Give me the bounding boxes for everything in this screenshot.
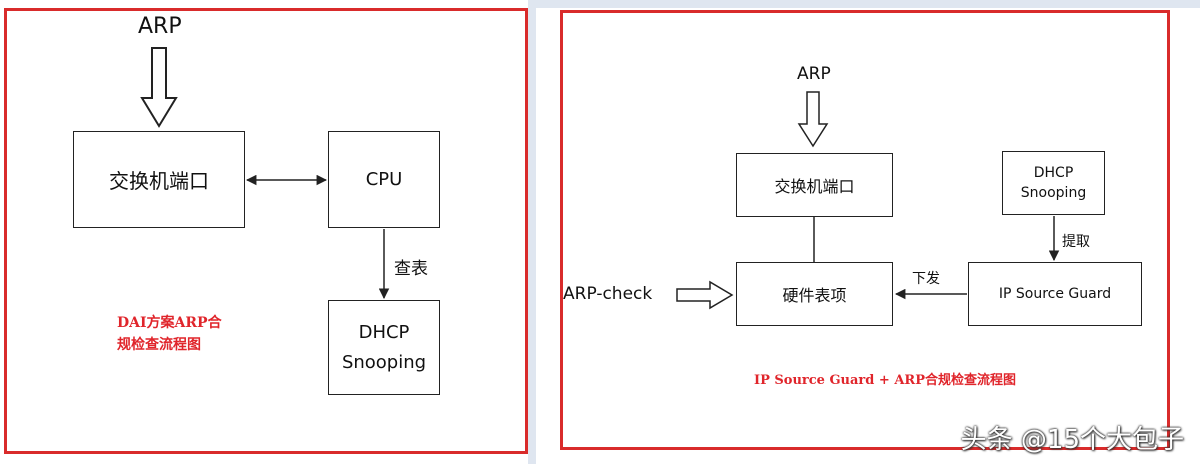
left-dhcp-snooping-box: DHCP Snooping — [328, 300, 440, 395]
right-switch-port-box: 交换机端口 — [736, 153, 893, 217]
watermark: 头条 @15个大包子 — [960, 425, 1184, 455]
right-switch-port-label: 交换机端口 — [774, 177, 855, 196]
right-dhcp-label: DHCP — [1033, 165, 1074, 181]
left-lookup-label: 查表 — [394, 259, 428, 279]
right-dhcp-snooping-box: DHCP Snooping — [1002, 151, 1105, 215]
ipsg-diagram-frame — [560, 10, 1170, 450]
left-snooping-label: Snooping — [341, 351, 427, 373]
left-arp-label: ARP — [138, 14, 182, 39]
left-cpu-box: CPU — [328, 131, 440, 228]
right-hardware-entry-box: 硬件表项 — [736, 262, 893, 326]
right-extract-label: 提取 — [1062, 234, 1090, 250]
right-issue-label: 下发 — [912, 271, 940, 287]
right-ip-source-guard-box: IP Source Guard — [968, 262, 1142, 326]
dai-diagram-frame — [4, 8, 528, 454]
left-dhcp-label: DHCP — [358, 321, 410, 343]
left-cpu-label: CPU — [365, 169, 403, 190]
right-hardware-entry-label: 硬件表项 — [782, 286, 847, 305]
right-arp-check-label: ARP-check — [563, 284, 653, 304]
left-caption-line2: 规检查流程图 — [117, 337, 201, 353]
left-caption: DAI方案ARP合 规检查流程图 — [117, 312, 222, 356]
left-switch-port-box: 交换机端口 — [73, 131, 245, 228]
right-snooping-label: Snooping — [1020, 185, 1087, 201]
right-caption: IP Source Guard + ARP合规检查流程图 — [754, 373, 1016, 388]
right-arp-label: ARP — [797, 64, 831, 84]
right-ip-source-guard-label: IP Source Guard — [998, 286, 1112, 302]
left-caption-line1: DAI方案ARP合 — [117, 315, 222, 331]
left-switch-port-label: 交换机端口 — [109, 169, 209, 193]
